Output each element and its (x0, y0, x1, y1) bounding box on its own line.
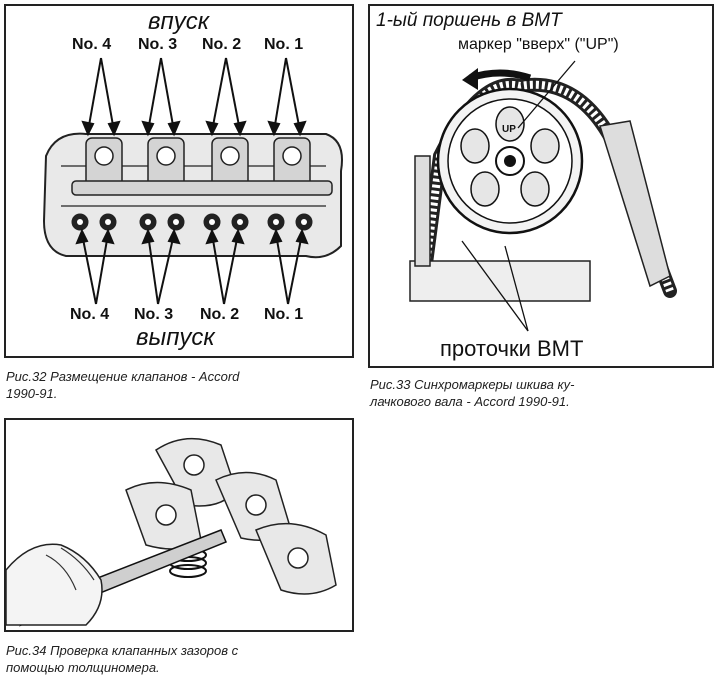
piston-tdc-label: 1-ый поршень в ВМТ (376, 10, 562, 31)
figure-cam-pulley: 1-ый поршень в ВМТ маркер "вверх" ("UP")… (368, 4, 714, 368)
exhaust-label: выпуск (136, 324, 215, 351)
up-marker-label: маркер "вверх" ("UP") (458, 36, 619, 53)
top-cylinder-2: No. 2 (202, 36, 242, 53)
caption-fig33-line1: Рис.33 Синхромаркеры шкива ку- (370, 377, 575, 392)
bottom-cylinder-2: No. 2 (200, 306, 240, 323)
bottom-cylinder-1: No. 1 (264, 306, 304, 323)
caption-fig32-line2: 1990-91. (6, 386, 58, 401)
intake-label: впуск (148, 8, 210, 35)
caption-fig33-line2: лачкового вала - Accord 1990-91. (370, 394, 570, 409)
cylinder-head-drawing (42, 57, 343, 305)
top-cylinder-3: No. 3 (138, 36, 178, 53)
caption-fig33: Рис.33 Синхромаркеры шкива ку- лачкового… (370, 376, 574, 410)
bottom-cylinder-4: No. 4 (70, 306, 110, 323)
tdc-grooves-label: проточки ВМТ (440, 336, 584, 361)
top-cylinder-1: No. 1 (264, 36, 304, 53)
caption-fig32: Рис.32 Размещение клапанов - Accord 1990… (6, 368, 239, 402)
bottom-cylinder-3: No. 3 (134, 306, 174, 323)
caption-fig34: Рис.34 Проверка клапанных зазоров с помо… (6, 642, 238, 676)
caption-fig34-line2: помощью толщиномера. (6, 660, 160, 675)
cam-pulley-drawing (409, 60, 677, 332)
figure-feeler-gauge (4, 418, 354, 632)
figure-valve-layout: впуск No. 4 No. 3 No. 2 No. 1 No. 4 No. … (4, 4, 354, 358)
feeler-gauge-drawing (6, 437, 337, 627)
caption-fig34-line1: Рис.34 Проверка клапанных зазоров с (6, 643, 239, 658)
pulley-up-text: UP (502, 124, 516, 135)
caption-fig32-line1: Рис.32 Размещение клапанов - Accord (6, 369, 240, 384)
top-cylinder-4: No. 4 (72, 36, 112, 53)
